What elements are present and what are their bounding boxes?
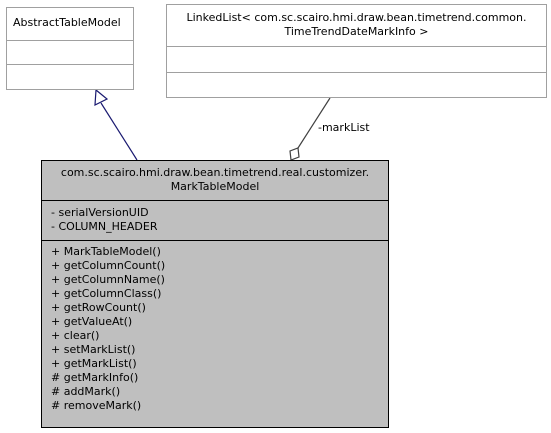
attributes-compartment bbox=[167, 47, 546, 73]
association-label: -markList bbox=[318, 121, 370, 134]
class-name-line-1: com.sc.scairo.hmi.draw.bean.timetrend.re… bbox=[60, 166, 370, 179]
attributes-compartment bbox=[7, 41, 133, 65]
attribute-item: - COLUMN_HEADER bbox=[51, 220, 158, 233]
operation-item: # removeMark() bbox=[51, 399, 142, 412]
class-name-compartment: com.sc.scairo.hmi.draw.bean.timetrend.re… bbox=[42, 161, 388, 201]
class-name-line-2: TimeTrendDateMarkInfo > bbox=[284, 25, 429, 38]
attribute-item: - serialVersionUID bbox=[51, 206, 149, 219]
attributes-compartment: - serialVersionUID - COLUMN_HEADER bbox=[42, 201, 388, 241]
class-mark-table-model[interactable]: com.sc.scairo.hmi.draw.bean.timetrend.re… bbox=[41, 160, 389, 428]
class-name-compartment: AbstractTableModel bbox=[7, 8, 133, 41]
class-abstract-table-model[interactable]: AbstractTableModel bbox=[6, 7, 134, 90]
class-name-line-1: LinkedList< com.sc.scairo.hmi.draw.bean.… bbox=[186, 11, 527, 24]
operation-item: # getMarkInfo() bbox=[51, 371, 139, 384]
operations-compartment bbox=[7, 65, 133, 89]
operation-item: + getMarkList() bbox=[51, 357, 137, 370]
operation-item: + getRowCount() bbox=[51, 301, 146, 314]
operation-item: + clear() bbox=[51, 329, 100, 342]
class-name-compartment: LinkedList< com.sc.scairo.hmi.draw.bean.… bbox=[167, 5, 546, 47]
operation-item: + getColumnCount() bbox=[51, 259, 166, 272]
operation-item: # addMark() bbox=[51, 385, 121, 398]
operations-compartment bbox=[167, 73, 546, 97]
generalization-arrowhead bbox=[94, 88, 109, 107]
operation-item: + setMarkList() bbox=[51, 343, 136, 356]
class-name-line-2: MarkTableModel bbox=[170, 180, 260, 193]
class-name: AbstractTableModel bbox=[13, 16, 121, 29]
operations-compartment: + MarkTableModel() + getColumnCount() + … bbox=[42, 241, 388, 427]
operation-item: + getValueAt() bbox=[51, 315, 133, 328]
aggregation-diamond bbox=[289, 147, 300, 161]
operation-item: + MarkTableModel() bbox=[51, 245, 161, 258]
class-linked-list[interactable]: LinkedList< com.sc.scairo.hmi.draw.bean.… bbox=[166, 4, 547, 98]
generalization-line bbox=[100, 102, 138, 161]
operation-item: + getColumnName() bbox=[51, 273, 165, 286]
association-line bbox=[297, 97, 331, 149]
operation-item: + getColumnClass() bbox=[51, 287, 162, 300]
